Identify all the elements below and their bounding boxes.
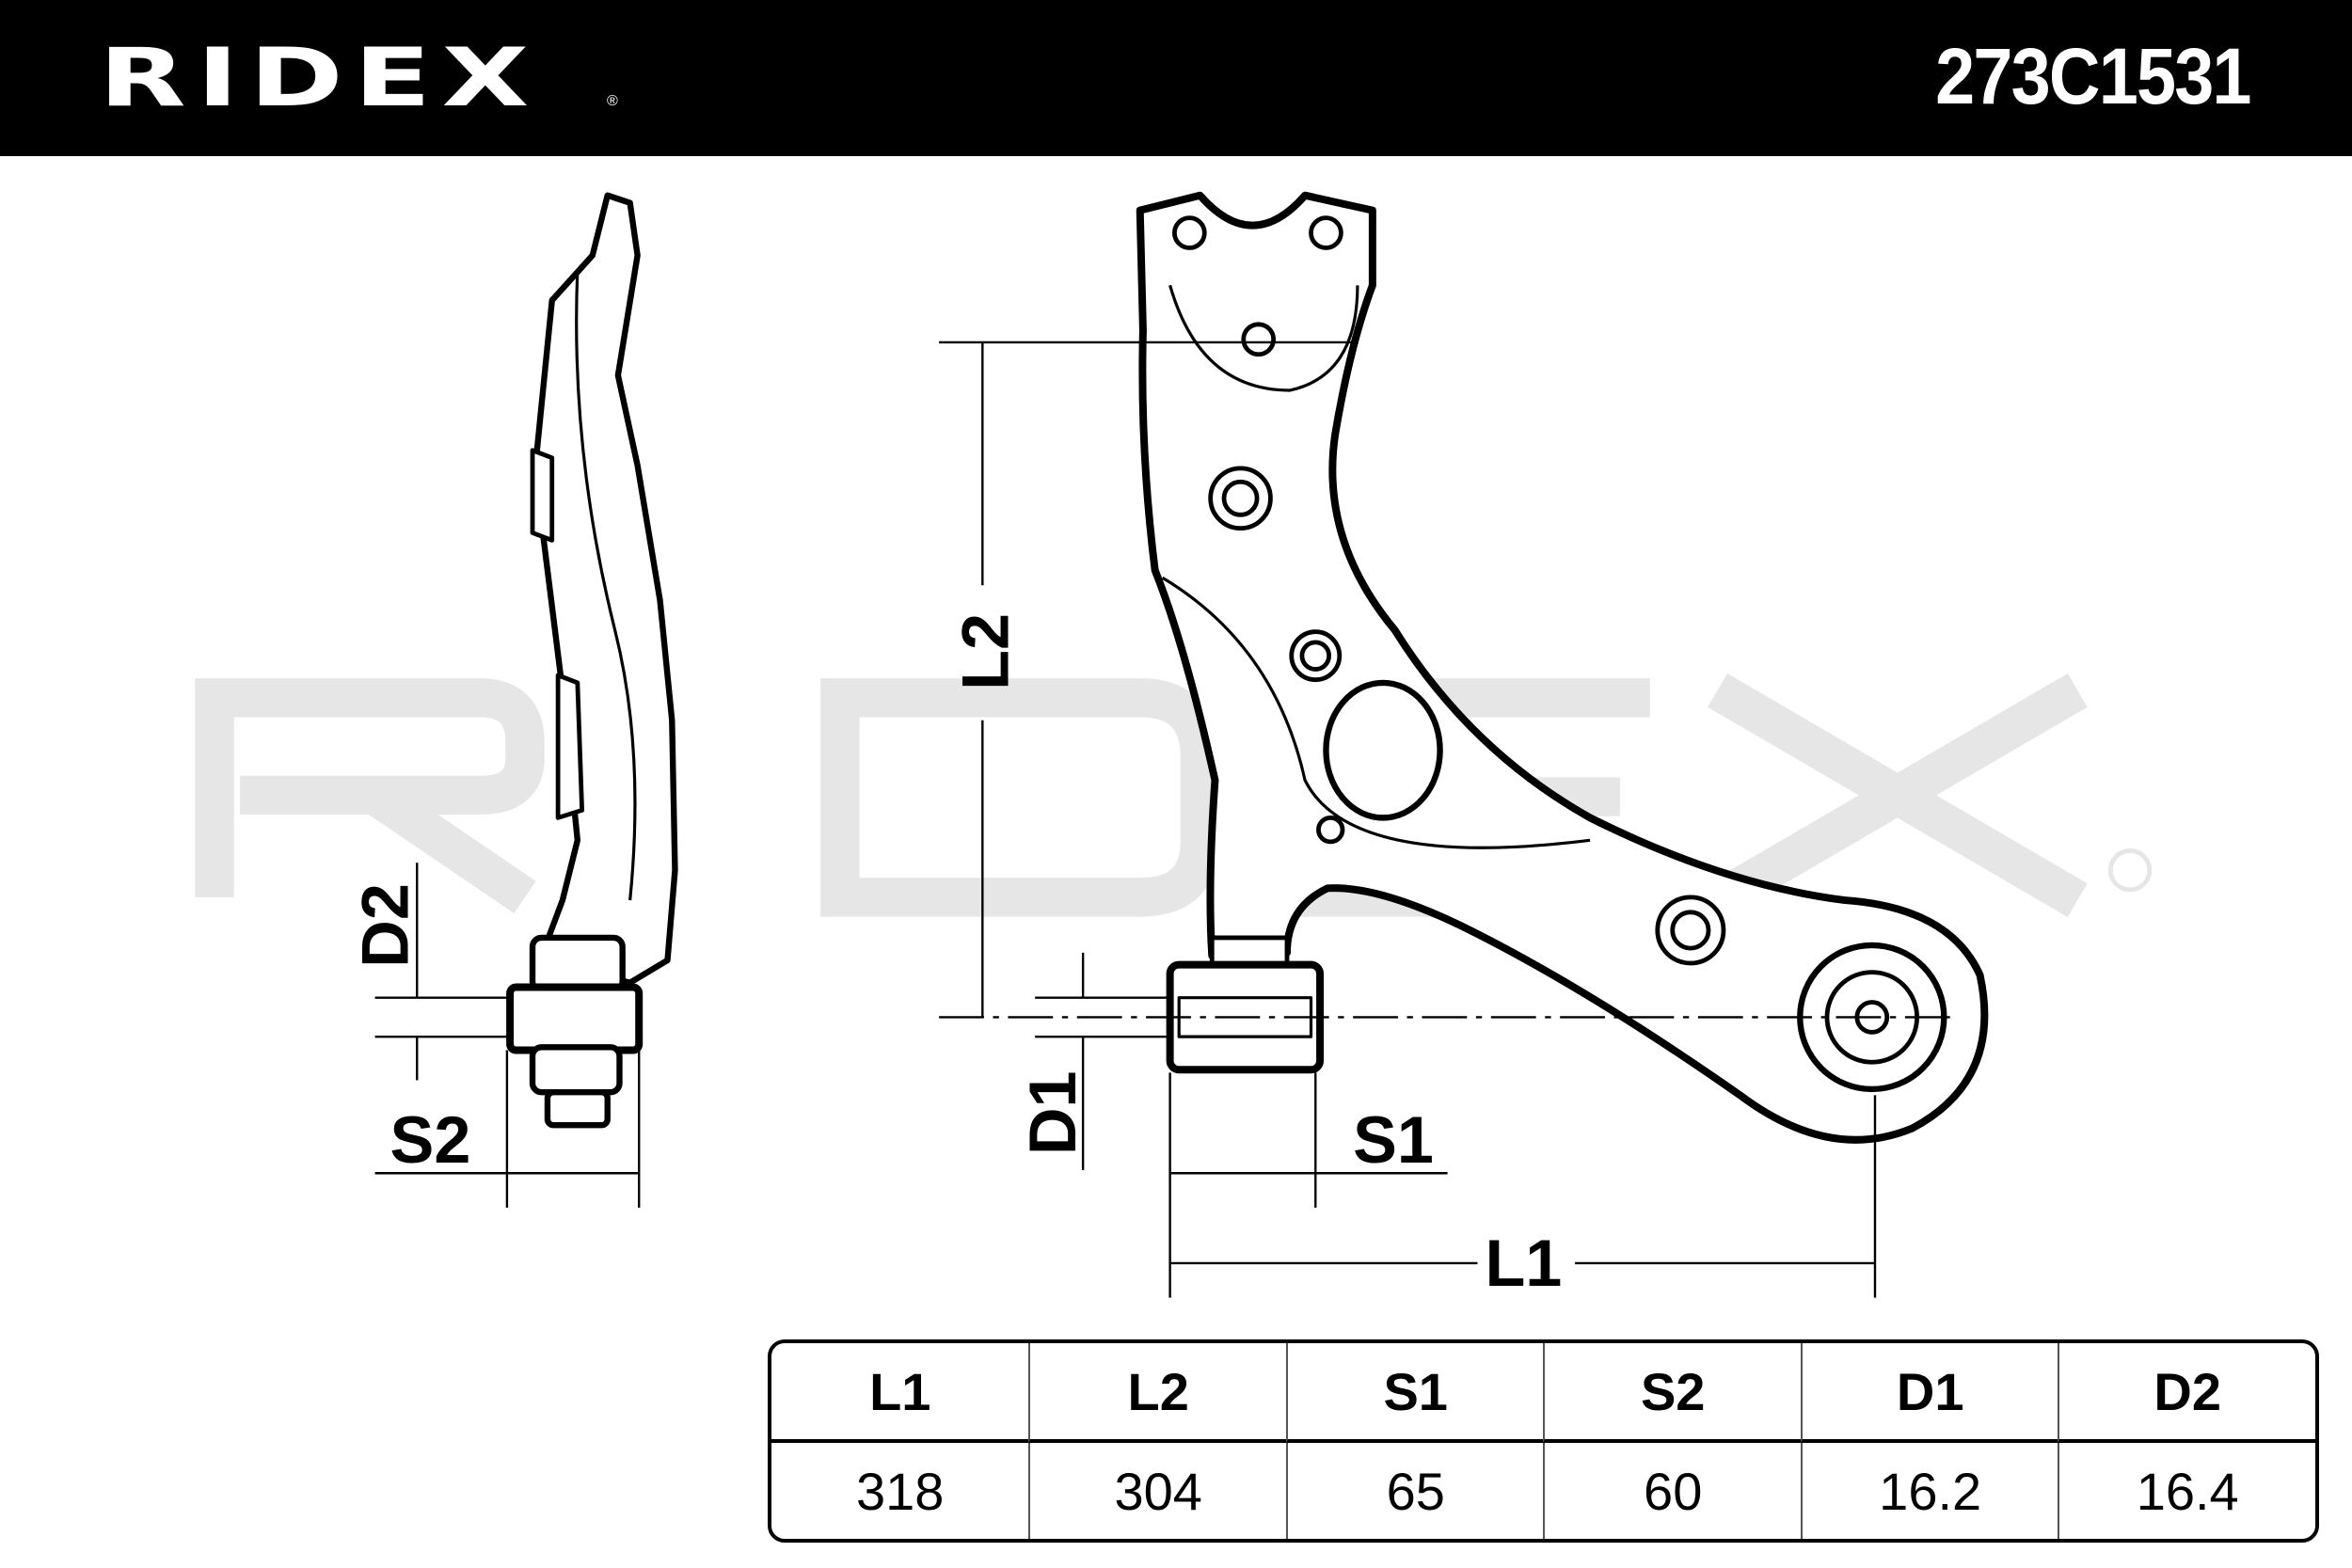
dimension-lines (374, 341, 1950, 1298)
spec-value-l1: 318 (856, 1461, 945, 1521)
brand-logo: RIDEX (99, 31, 540, 125)
spec-value-d1: 16.2 (1800, 1443, 2058, 1539)
spec-value-d2: 16.4 (2058, 1443, 2315, 1539)
spec-value-s1: 65 (1285, 1443, 1543, 1539)
side-view (506, 192, 678, 1129)
spec-header-d2: D2 (2058, 1343, 2315, 1443)
part-number: 273C1531 (1935, 32, 2251, 120)
spec-value-row: 318 304 65 60 16.2 16.4 (771, 1443, 2315, 1539)
registered-mark: ® (607, 93, 618, 109)
dim-label-d1: D1 (1015, 1070, 1089, 1155)
watermark-registered-icon (2107, 848, 2153, 893)
spec-header-l1: L1 (771, 1343, 1029, 1443)
dim-label-d2: D2 (348, 883, 422, 968)
spec-header-l2: L2 (1028, 1343, 1286, 1443)
dim-label-s2: S2 (390, 1102, 471, 1177)
watermark-logo (195, 673, 2088, 917)
spec-value-s2: 60 (1543, 1443, 1800, 1539)
spec-header-s1: S1 (1285, 1343, 1544, 1443)
spec-table: L1 L2 S1 S2 D1 D2 318 304 65 60 16.2 16.… (768, 1339, 2319, 1543)
header-bar: RIDEX ® 273C1531 (0, 0, 2352, 156)
spec-header-d1: D1 (1800, 1343, 2058, 1443)
front-view (1136, 191, 1989, 1144)
spec-header-s2: S2 (1543, 1343, 1801, 1443)
spec-header-row: L1 L2 S1 S2 D1 D2 (771, 1343, 2315, 1443)
dim-label-s1: S1 (1353, 1102, 1434, 1177)
dim-label-l1: L1 (1485, 1226, 1562, 1300)
spec-value-l2: 304 (1028, 1443, 1285, 1539)
dim-label-l2: L2 (947, 613, 1022, 690)
